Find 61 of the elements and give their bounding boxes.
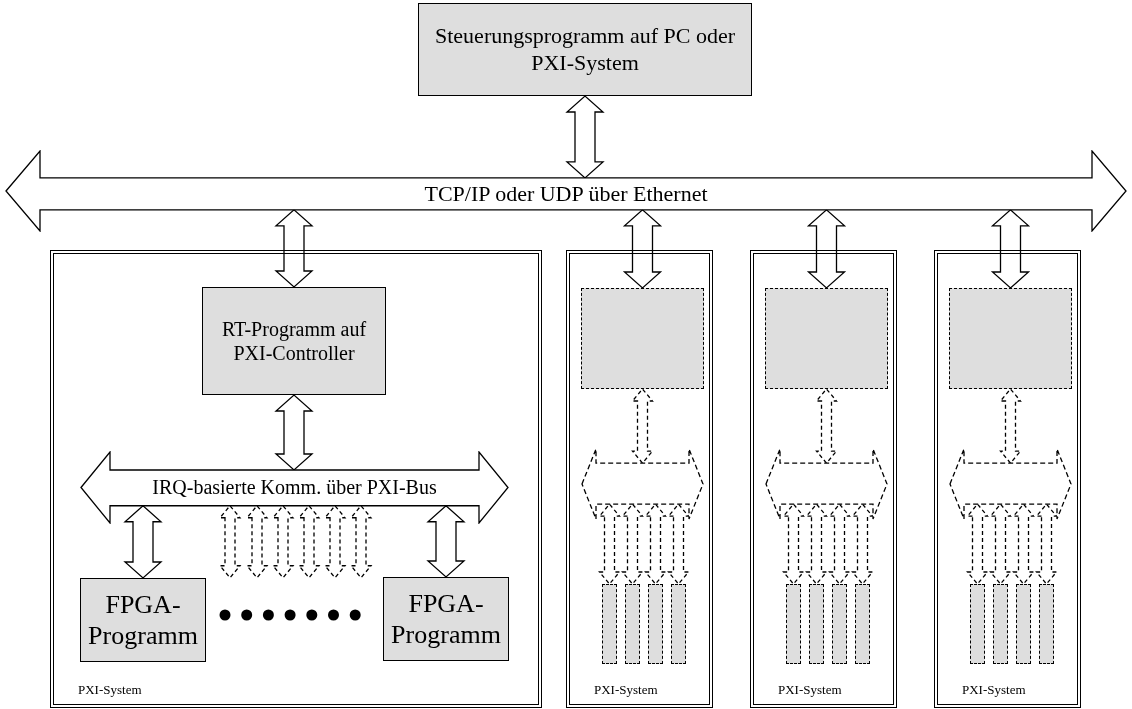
double-arrow — [631, 388, 654, 465]
slot-bar — [993, 584, 1008, 664]
system-frame — [750, 250, 897, 708]
double-arrow — [218, 504, 242, 579]
double-arrow — [622, 209, 663, 289]
double-arrow — [274, 209, 314, 288]
double-arrow — [323, 504, 347, 579]
double-arrow — [1012, 503, 1035, 585]
slot-bar — [648, 584, 663, 664]
slot-bar — [855, 584, 870, 664]
slot-bar — [786, 584, 801, 664]
slot-bar — [671, 584, 686, 664]
system-label: PXI-System — [778, 682, 842, 698]
double-arrow — [667, 503, 690, 585]
system-frame — [50, 250, 542, 708]
slot-bar — [625, 584, 640, 664]
system-label: PXI-System — [594, 682, 658, 698]
double-arrow — [644, 503, 667, 585]
process-box: FPGA-Programm — [80, 578, 206, 662]
slot-bar — [832, 584, 847, 664]
process-box: FPGA-Programm — [383, 577, 509, 661]
system-frame — [934, 250, 1081, 708]
double-arrow — [274, 394, 314, 471]
double-arrow — [828, 503, 851, 585]
process-box: RT-Programm auf PXI-Controller — [202, 287, 386, 395]
system-frame — [566, 250, 713, 708]
double-arrow — [598, 503, 621, 585]
double-arrow — [999, 388, 1022, 465]
system-label: PXI-System — [78, 682, 142, 698]
placeholder-box — [581, 288, 704, 389]
slot-bar — [809, 584, 824, 664]
slot-bar — [1016, 584, 1031, 664]
bus-arrow — [949, 448, 1072, 520]
placeholder-box — [949, 288, 1072, 389]
double-arrow — [349, 504, 373, 579]
placeholder-box — [765, 288, 888, 389]
double-arrow — [815, 388, 838, 465]
double-arrow — [621, 503, 644, 585]
bus-arrow: IRQ-basierte Komm. über PXI-Bus — [80, 451, 509, 524]
slot-bar — [602, 584, 617, 664]
double-arrow — [990, 209, 1031, 289]
double-arrow — [782, 503, 805, 585]
double-arrow — [989, 503, 1012, 585]
bus-arrow — [581, 448, 704, 520]
double-arrow — [271, 504, 295, 579]
double-arrow — [426, 504, 466, 578]
bus-arrow — [765, 448, 888, 520]
double-arrow — [851, 503, 874, 585]
bus-arrow: TCP/IP oder UDP über Ethernet — [5, 150, 1127, 232]
double-arrow — [565, 95, 605, 179]
slot-bar — [970, 584, 985, 664]
double-arrow — [966, 503, 989, 585]
slot-bar — [1039, 584, 1054, 664]
double-arrow — [297, 504, 321, 579]
process-box: Steuerungsprogramm auf PC oder PXI-System — [418, 3, 752, 96]
double-arrow — [805, 503, 828, 585]
double-arrow — [806, 209, 847, 289]
system-label: PXI-System — [962, 682, 1026, 698]
double-arrow — [123, 504, 163, 579]
double-arrow — [245, 504, 269, 579]
double-arrow — [1035, 503, 1058, 585]
